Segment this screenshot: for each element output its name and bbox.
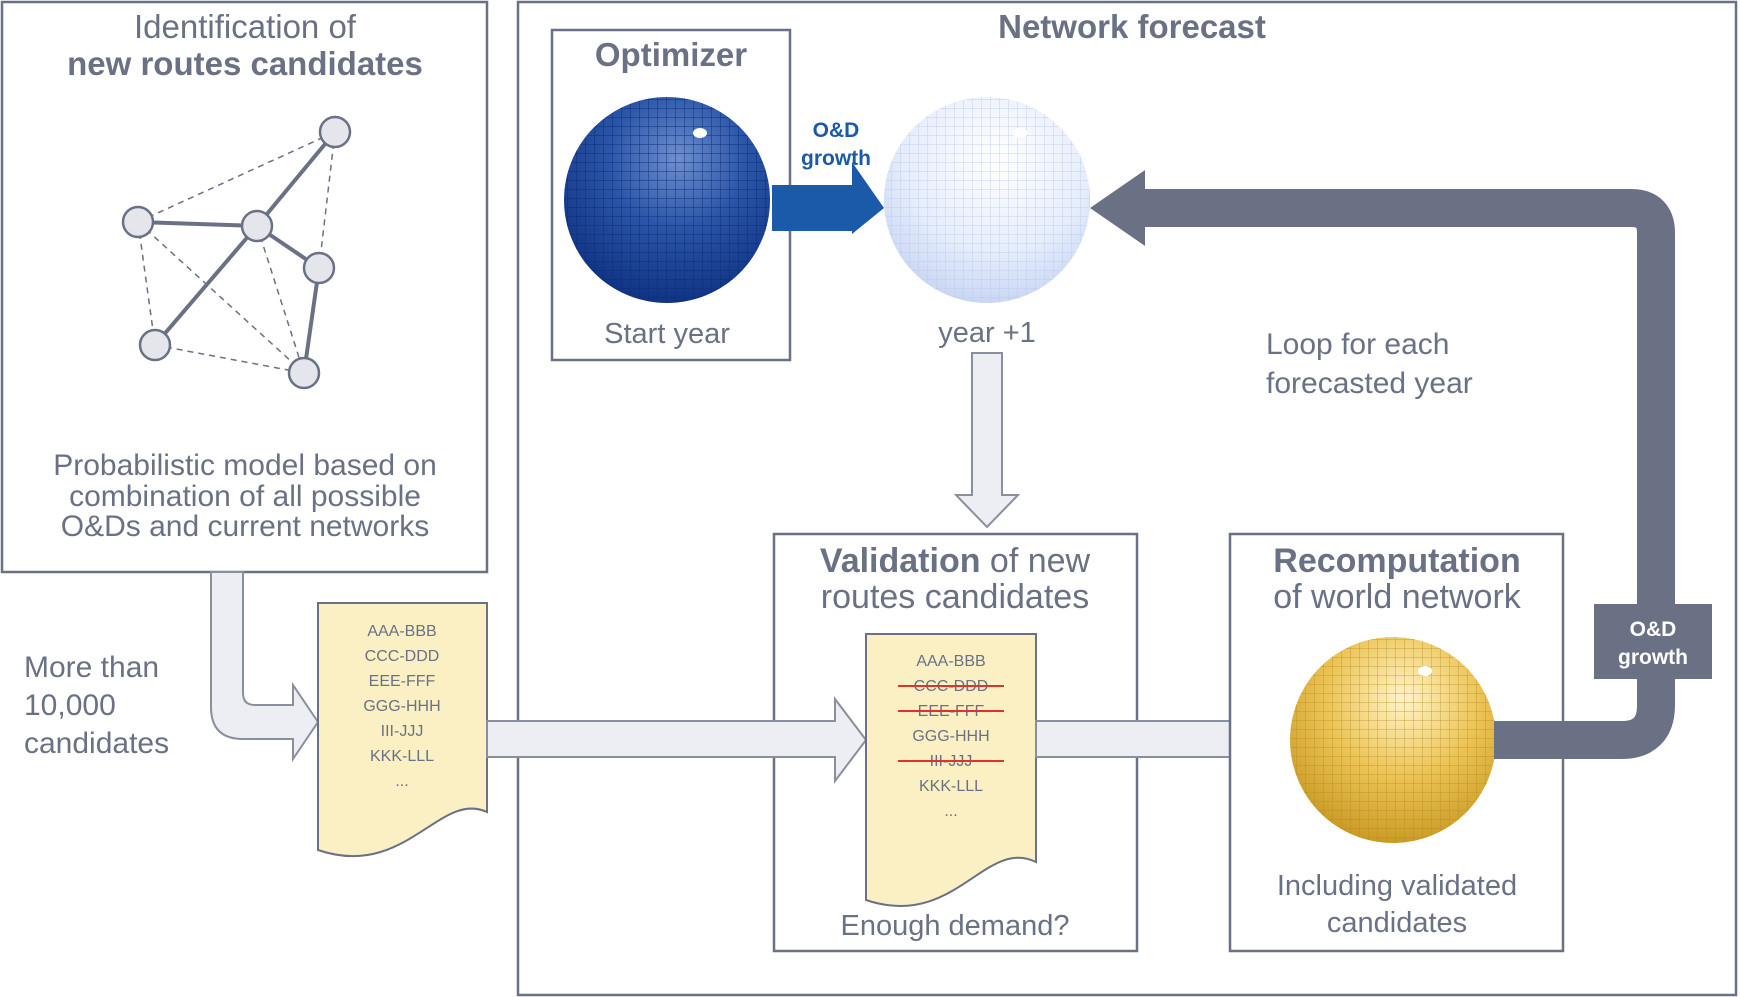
candidates-note-line1: More than [24,651,159,684]
recomputation-caption-line1: Including validated [1277,870,1517,902]
candidate-item: CCC-DDD [365,648,440,665]
od-growth-arrow [772,162,884,234]
loop-label-line2: forecasted year [1266,367,1473,400]
left-panel-desc-line2: combination of all possible [69,480,421,513]
loop-growth-label-line2: growth [1618,646,1688,669]
globe-dark-blue [564,97,770,303]
validation-title-bold: Validation [820,542,981,580]
to-validation-arrow [486,696,868,784]
recomputation-title: Recomputation [1273,542,1520,580]
candidates-note-line2: 10,000 [24,689,116,722]
od-growth-label-line1: O&D [813,119,860,142]
graph-network-icon [121,115,352,390]
loop-growth-label-line1: O&D [1630,618,1677,641]
loop-back-arrow [1090,170,1675,759]
optimizer-title: Optimizer [595,36,747,73]
loop-growth-badge [1594,604,1712,679]
left-panel-title-line2: new routes candidates [67,45,423,82]
recomputation-title-line2: of world network [1273,578,1522,616]
candidate-item: III-JJJ [381,723,424,740]
validation-item: GGG-HHH [912,728,989,745]
candidates-note-line3: candidates [24,727,169,760]
left-panel-desc-line1: Probabilistic model based on [53,449,437,482]
network-forecast-title: Network forecast [998,8,1266,45]
candidate-list-document: AAA-BBB CCC-DDD EEE-FFF GGG-HHH III-JJJ … [317,602,488,858]
candidate-item: GGG-HHH [363,698,440,715]
validation-title-rest: of new [980,542,1090,580]
candidate-item: KKK-LLL [370,748,434,765]
globe-gold [1290,637,1496,843]
validation-item: ... [944,803,957,820]
left-panel [0,0,489,574]
down-arrow [953,352,1021,529]
loop-label-line1: Loop for each [1266,328,1449,361]
left-panel-desc-line3: O&Ds and current networks [61,510,429,543]
validation-item: AAA-BBB [916,653,985,670]
validation-title-line2: routes candidates [821,578,1089,616]
left-panel-title-line1: Identification of [134,8,357,45]
globe-light-blue [884,97,1090,303]
candidates-flow-arrow [210,571,320,763]
recomputation-caption-line2: candidates [1327,907,1467,939]
candidate-item: AAA-BBB [367,623,436,640]
candidate-item: EEE-FFF [369,673,436,690]
validation-item: KKK-LLL [919,778,983,795]
optimizer-caption: Start year [604,318,730,350]
candidate-item: ... [395,773,408,790]
next-year-caption: year +1 [938,317,1036,349]
od-growth-label-line2: growth [801,147,871,170]
validation-list-document: AAA-BBBCCC-DDDEEE-FFFGGG-HHHIII-JJJKKK-L… [865,633,1037,907]
validation-title: Validation of new [820,542,1091,580]
validation-caption: Enough demand? [841,910,1070,942]
